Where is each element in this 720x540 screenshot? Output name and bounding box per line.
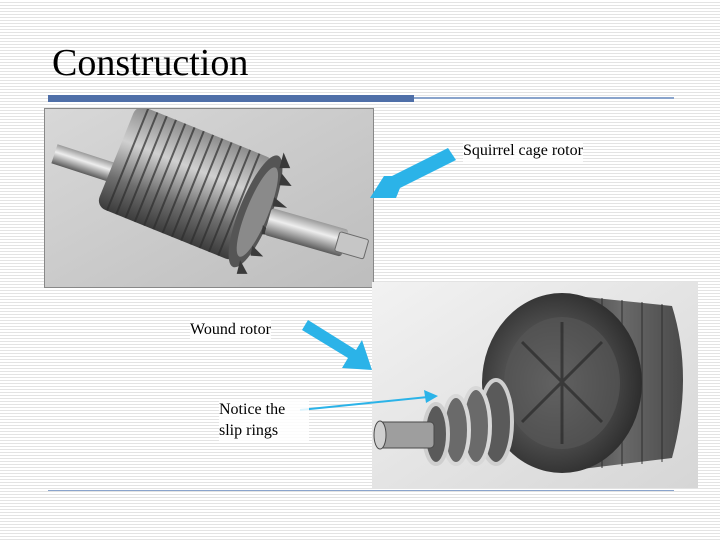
title-rule-extension [414,97,674,99]
arrow-wound [302,320,372,370]
wound-rotor-photo [372,282,698,488]
arrow-squirrel [370,148,456,198]
squirrel-cage-rotor-photo [44,108,374,288]
bottom-rule [48,490,674,491]
wound-rotor-label: Wound rotor [190,320,271,341]
slip-rings-label: Notice the slip rings [219,400,309,442]
squirrel-cage-rotor-label: Squirrel cage rotor [463,141,583,162]
slide-title: Construction [52,42,249,84]
title-rule [48,95,414,102]
